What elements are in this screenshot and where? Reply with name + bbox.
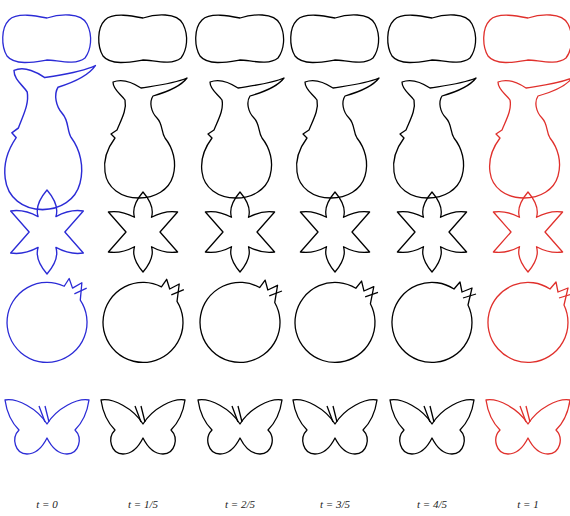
time-label: t = 1 — [517, 498, 538, 510]
target-shapes — [484, 15, 570, 454]
time-label: t = 3/5 — [320, 498, 350, 510]
flower-shape — [205, 192, 274, 272]
flower-shape — [397, 192, 466, 272]
time-label: t = 4/5 — [417, 498, 447, 510]
bird-shape — [490, 78, 570, 198]
blob-shape — [3, 15, 91, 63]
circle-shape — [2, 276, 96, 367]
butterfly-shape — [486, 400, 570, 454]
blob-shape — [291, 15, 379, 63]
flower-shape — [493, 192, 562, 272]
time-label: t = 2/5 — [225, 498, 255, 510]
butterfly-shape — [101, 400, 185, 454]
circle-shape — [392, 282, 476, 362]
bird-shape — [394, 78, 476, 198]
circle-shape — [294, 280, 381, 363]
butterfly-shape — [5, 400, 89, 454]
butterfly-shape — [198, 400, 282, 454]
blob-shape — [484, 15, 570, 63]
bird-shape — [5, 66, 96, 210]
butterfly-shape — [390, 400, 474, 454]
blob-shape — [196, 15, 284, 63]
time-label: t = 1/5 — [128, 498, 158, 510]
blob-shape — [388, 15, 476, 63]
flower-shape — [11, 190, 84, 274]
bird-shape — [297, 78, 379, 198]
interpolated-shapes — [99, 15, 476, 454]
time-label: t = 0 — [36, 498, 57, 510]
flower-shape — [300, 192, 369, 272]
blob-shape — [99, 15, 187, 63]
bird-shape — [202, 78, 284, 198]
circle-shape — [99, 278, 191, 367]
flower-shape — [108, 192, 177, 272]
butterfly-shape — [293, 400, 377, 454]
shape-rows — [2, 15, 570, 454]
circle-shape — [197, 279, 286, 365]
circle-shape — [488, 282, 570, 362]
bird-shape — [105, 78, 187, 198]
source-shapes — [2, 15, 96, 454]
